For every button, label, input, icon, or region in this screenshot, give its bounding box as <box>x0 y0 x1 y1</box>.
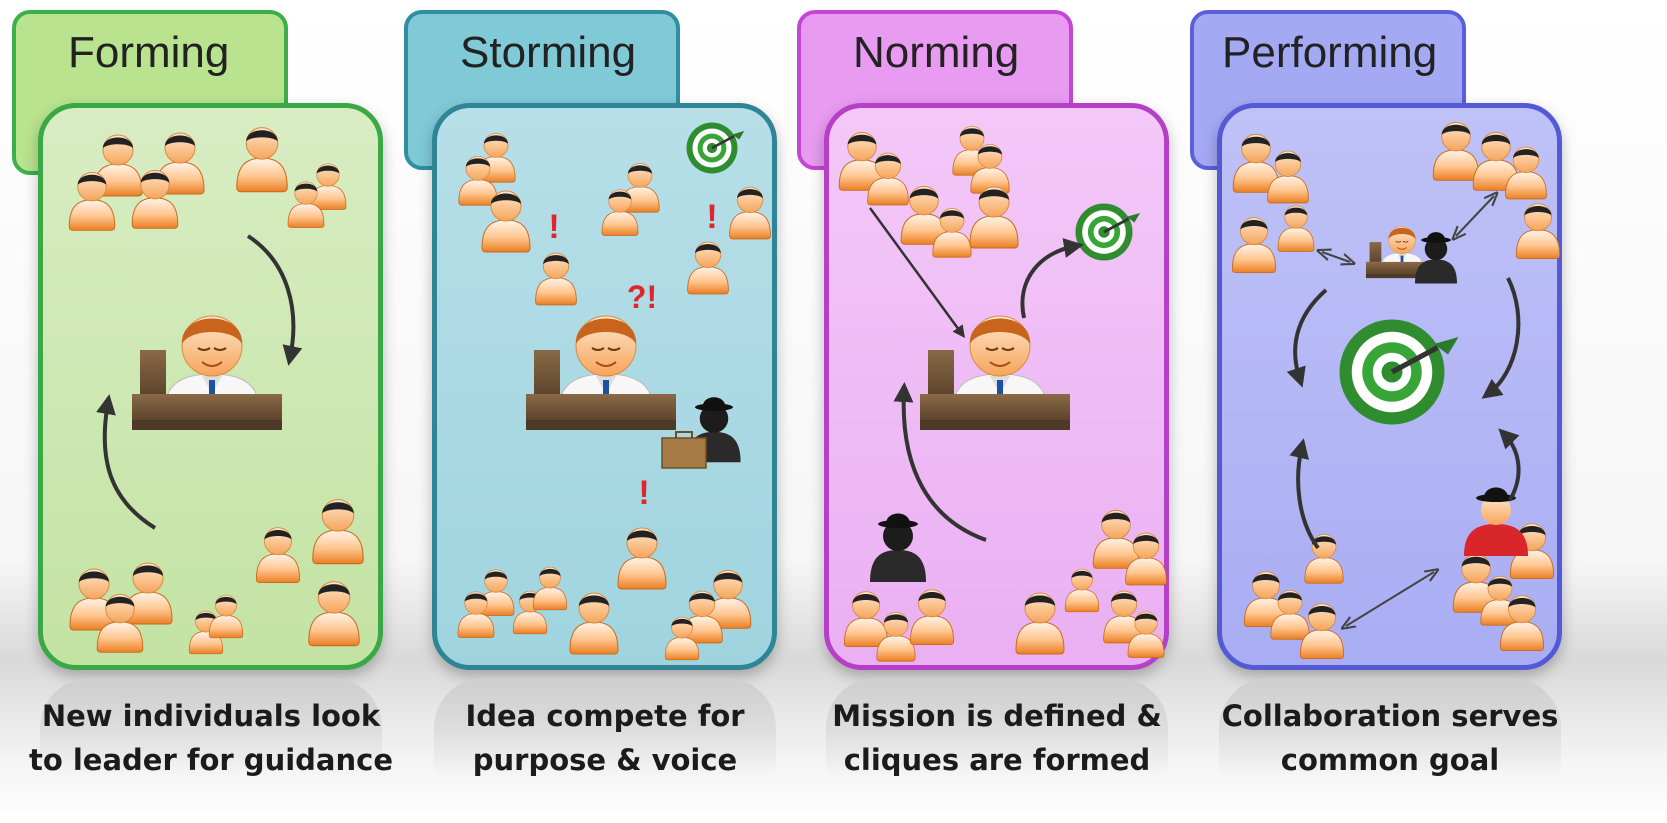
caption-backdrop <box>826 678 1168 778</box>
arrow-icon <box>893 382 987 542</box>
arrow-icon <box>1456 196 1494 236</box>
stage-title: Performing <box>1222 28 1438 77</box>
stage-title: Norming <box>853 28 1020 77</box>
caption-line: common goal <box>1280 743 1500 777</box>
caption-line: Idea compete for <box>465 699 745 733</box>
arrow-icon <box>1498 428 1521 502</box>
stage-title: Forming <box>68 28 230 77</box>
exclamation-mark: ! <box>706 198 717 236</box>
caption-line: Mission is defined & <box>832 699 1162 733</box>
arrow-icon <box>1322 252 1350 262</box>
norming-illustration <box>838 126 1167 662</box>
arrow-icon <box>1286 288 1328 388</box>
target-icon <box>1074 202 1142 262</box>
arrow-icon <box>1346 572 1434 626</box>
caption-line: Collaboration serves <box>1221 699 1559 733</box>
bowler-hat-person-icon <box>1415 232 1457 284</box>
leader-at-desk-icon <box>131 315 283 431</box>
exclamation-mark: ! <box>548 208 559 246</box>
stage-caption-norming: Mission is defined & cliques are formed <box>797 694 1197 782</box>
leader-at-desk-icon <box>525 315 677 431</box>
arrow-icon <box>1020 238 1084 319</box>
caption-line: New individuals look <box>41 699 381 733</box>
briefcase-icon <box>661 431 707 469</box>
storming-illustration: ! ! ?! ! <box>457 121 771 661</box>
arrow-icon <box>1289 438 1320 550</box>
target-icon <box>685 121 746 175</box>
forming-illustration <box>68 127 364 655</box>
target-icon <box>1340 320 1459 425</box>
bowler-hat-person-icon <box>870 513 926 582</box>
stage-caption-forming: New individuals look to leader for guida… <box>11 694 411 782</box>
stage-caption-storming: Idea compete for purpose & voice <box>405 694 805 782</box>
caption-backdrop <box>1219 678 1561 778</box>
red-shirt-person-icon <box>1464 487 1528 556</box>
arrow-icon <box>1481 277 1521 399</box>
performing-illustration <box>1231 121 1561 660</box>
question-exclamation-mark: ?! <box>627 279 657 315</box>
leader-at-desk-icon <box>919 315 1071 431</box>
caption-backdrop <box>40 678 382 778</box>
caption-line: cliques are formed <box>843 743 1151 777</box>
caption-line: to leader for guidance <box>28 743 393 777</box>
arrow-icon <box>96 394 157 530</box>
arrow-icon <box>868 207 965 339</box>
caption-line: purpose & voice <box>472 743 738 777</box>
caption-backdrop <box>434 678 776 778</box>
stage-caption-performing: Collaboration serves common goal <box>1190 694 1590 782</box>
exclamation-mark: ! <box>638 474 649 512</box>
arrow-icon <box>246 234 303 366</box>
stage-title: Storming <box>460 28 637 77</box>
